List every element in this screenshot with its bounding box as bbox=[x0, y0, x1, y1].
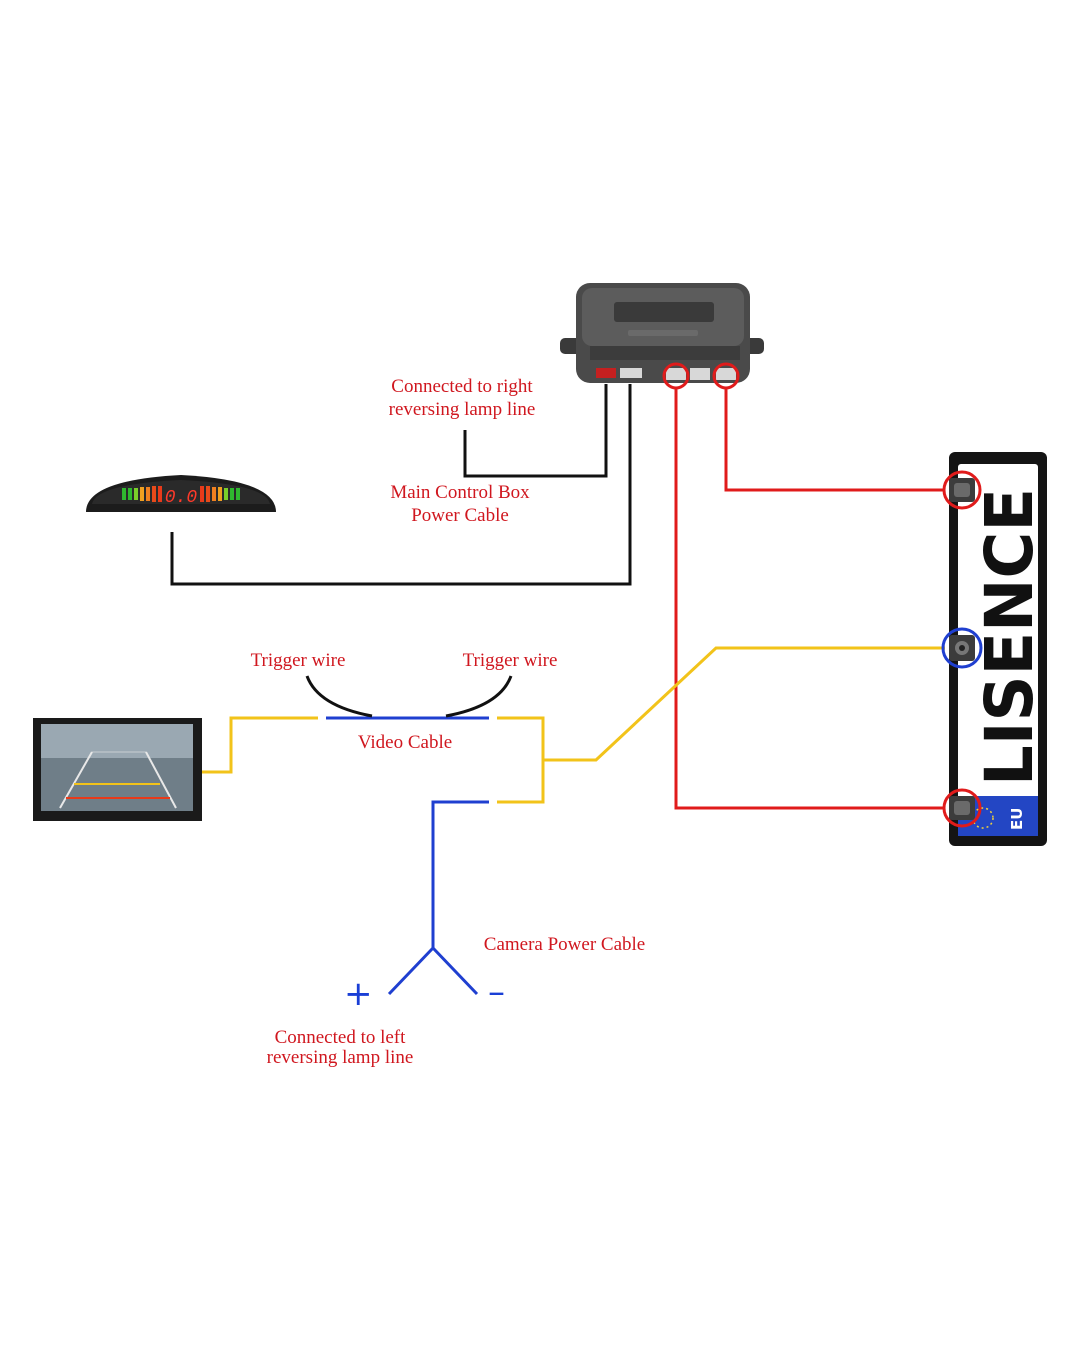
sensor-bottom-marker bbox=[942, 788, 982, 828]
sensor-wire-top bbox=[724, 388, 945, 492]
plate-text: LISENCE bbox=[971, 488, 1048, 786]
license-plate: LISENCE EU bbox=[949, 452, 1048, 846]
trigger-wire-left-label: Trigger wire bbox=[250, 650, 346, 671]
video-wire-monitor bbox=[200, 716, 318, 774]
right-lamp-power-wire bbox=[463, 384, 608, 478]
trigger-wire-right bbox=[445, 675, 513, 718]
positive-terminal: + bbox=[344, 974, 373, 1014]
camera-power-negative bbox=[431, 946, 479, 996]
sensor-top-marker bbox=[942, 470, 982, 510]
left-lamp-label-line1: Connected to left bbox=[274, 1027, 406, 1048]
reversing-monitor bbox=[33, 718, 202, 821]
display-cable bbox=[170, 384, 632, 586]
trigger-wire-left bbox=[305, 675, 373, 718]
control-box-power-label-line2: Power Cable bbox=[411, 505, 509, 526]
parking-sensor-bottom bbox=[949, 796, 975, 820]
control-box-power-label: Main Control Box Power Cable bbox=[360, 481, 560, 527]
display-reading: 0.0 bbox=[165, 488, 198, 508]
parking-sensor-display: 0.0 bbox=[86, 475, 276, 512]
parking-sensor-top bbox=[949, 478, 975, 502]
camera-power-label: Camera Power Cable bbox=[483, 934, 646, 955]
rear-camera bbox=[949, 635, 975, 661]
camera-marker bbox=[941, 627, 983, 669]
video-cable-label: Video Cable bbox=[357, 732, 453, 753]
trigger-wire-right-label: Trigger wire bbox=[462, 650, 558, 671]
camera-power-positive bbox=[387, 946, 435, 996]
video-wire-camera bbox=[543, 646, 945, 762]
main-control-box bbox=[560, 283, 764, 383]
left-lamp-label-line2: reversing lamp line bbox=[266, 1047, 414, 1068]
video-wire-junction bbox=[497, 716, 545, 804]
right-lamp-label-line1: Connected to right bbox=[391, 376, 533, 397]
sensor-wire-bottom bbox=[674, 388, 945, 810]
negative-terminal: – bbox=[488, 972, 505, 1012]
plate-country: EU bbox=[1008, 808, 1026, 830]
right-lamp-label-line2: reversing lamp line bbox=[388, 399, 536, 420]
control-box-power-label-line1: Main Control Box bbox=[390, 482, 530, 503]
left-lamp-label: Connected to left reversing lamp line bbox=[240, 1028, 440, 1068]
right-lamp-label: Connected to right reversing lamp line bbox=[362, 375, 562, 421]
camera-power-wire bbox=[431, 800, 489, 948]
